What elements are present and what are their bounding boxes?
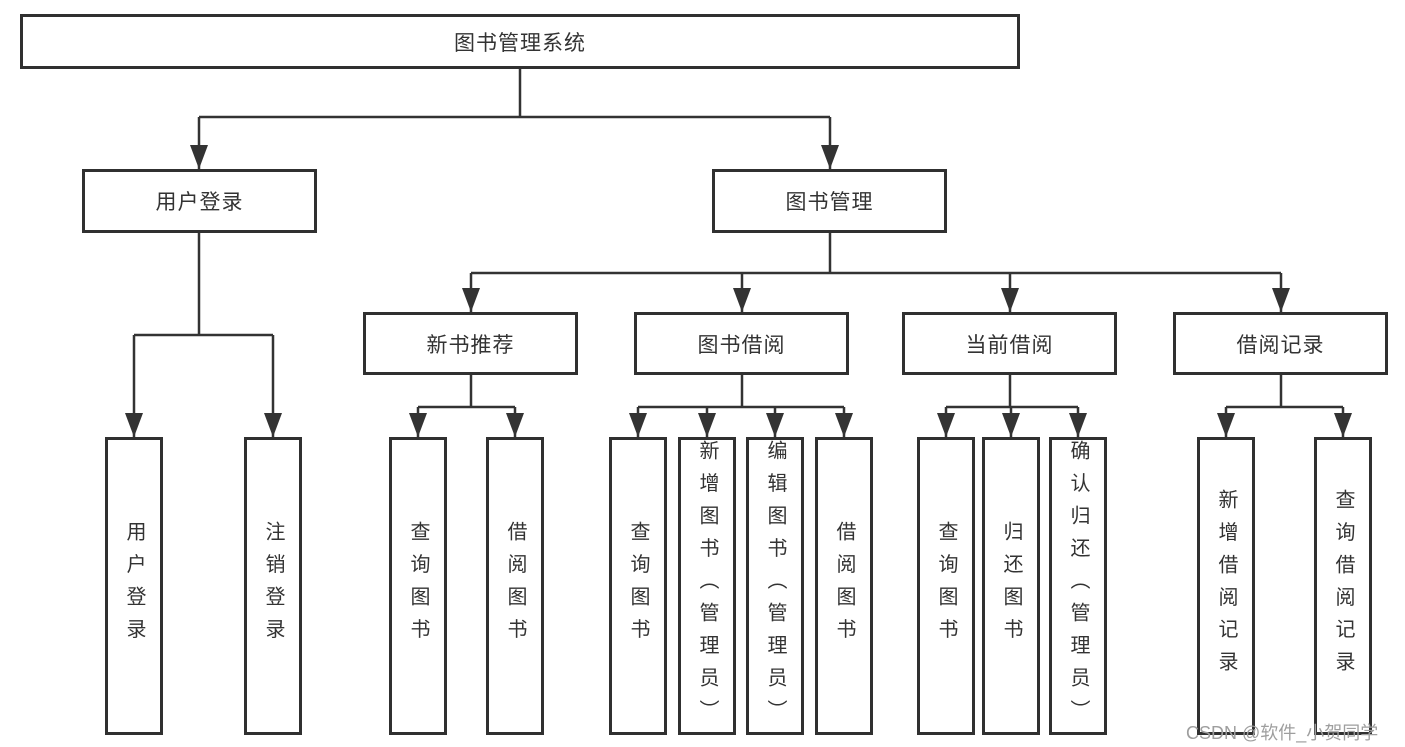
- node-label: 查询图书: [627, 521, 649, 651]
- leaf-add-borrow-record: 新增借阅记录: [1197, 437, 1255, 735]
- arrowhead: [698, 413, 716, 437]
- connector-borrowing-records-children: [1224, 375, 1345, 437]
- leaf-user-login: 用户登录: [105, 437, 163, 735]
- leaf-borrow-books-recommend: 借阅图书: [486, 437, 544, 735]
- arrowhead: [264, 413, 282, 437]
- node-label: 借阅图书: [833, 521, 855, 651]
- node-label: 图书管理: [785, 191, 874, 214]
- node-label: 新增借阅记录: [1215, 488, 1237, 684]
- connector-user-login-children: [132, 233, 275, 437]
- arrowheads: [125, 145, 1352, 437]
- arrowhead: [506, 413, 524, 437]
- arrowhead: [766, 413, 784, 437]
- arrowhead: [821, 145, 839, 169]
- leaf-query-books-borrowing: 查询图书: [609, 437, 667, 735]
- node-label: 新增图书（管理员）: [696, 440, 718, 732]
- node-current-borrowing: 当前借阅: [902, 312, 1117, 375]
- arrowhead: [1001, 288, 1019, 312]
- node-label: 当前借阅: [965, 333, 1054, 357]
- arrowhead: [462, 288, 480, 312]
- node-label: 查询图书: [935, 521, 957, 651]
- node-label: 图书管理系统: [454, 31, 586, 55]
- arrowhead: [190, 145, 208, 169]
- leaf-edit-book-admin: 编辑图书（管理员）: [746, 437, 804, 735]
- connector-book-borrowing-children: [636, 375, 846, 437]
- arrowhead: [835, 413, 853, 437]
- leaf-return-books: 归还图书: [982, 437, 1040, 735]
- node-label: 编辑图书（管理员）: [764, 440, 786, 732]
- node-label: 查询图书: [407, 521, 429, 651]
- connector-root-to-level2: [197, 69, 832, 169]
- node-label: 归还图书: [1000, 521, 1022, 651]
- arrowhead: [409, 413, 427, 437]
- csdn-watermark: CSDN @软件_小贺同学: [1186, 723, 1379, 743]
- node-label: 查询借阅记录: [1332, 488, 1354, 684]
- node-label: 用户登录: [123, 521, 145, 651]
- node-root: 图书管理系统: [20, 14, 1020, 69]
- node-label: 借阅图书: [504, 521, 526, 651]
- leaf-query-borrow-record: 查询借阅记录: [1314, 437, 1372, 735]
- arrowhead: [1217, 413, 1235, 437]
- leaf-query-books-recommend: 查询图书: [389, 437, 447, 735]
- node-label: 借阅记录: [1236, 333, 1325, 357]
- arrowhead: [125, 413, 143, 437]
- connector-new-book-children: [416, 375, 517, 437]
- arrowhead: [629, 413, 647, 437]
- node-user-login: 用户登录: [82, 169, 317, 233]
- arrowhead: [733, 288, 751, 312]
- arrowhead: [1069, 413, 1087, 437]
- connector-book-management-children: [469, 233, 1283, 312]
- node-book-borrowing: 图书借阅: [634, 312, 849, 375]
- node-book-management: 图书管理: [712, 169, 947, 233]
- arrowhead: [1334, 413, 1352, 437]
- node-label: 用户登录: [155, 191, 244, 214]
- leaf-borrow-books-borrowing: 借阅图书: [815, 437, 873, 735]
- node-borrowing-records: 借阅记录: [1173, 312, 1388, 375]
- arrowhead: [1002, 413, 1020, 437]
- node-label: 注销登录: [262, 521, 284, 651]
- node-new-book-recommend: 新书推荐: [363, 312, 578, 375]
- leaf-add-book-admin: 新增图书（管理员）: [678, 437, 736, 735]
- node-label: 图书借阅: [697, 333, 786, 357]
- arrowhead: [1272, 288, 1290, 312]
- arrowhead: [937, 413, 955, 437]
- leaf-logout: 注销登录: [244, 437, 302, 735]
- node-label: 新书推荐: [426, 333, 515, 357]
- leaf-query-books-current: 查询图书: [917, 437, 975, 735]
- leaf-confirm-return-admin: 确认归还（管理员）: [1049, 437, 1107, 735]
- node-label: 确认归还（管理员）: [1067, 440, 1089, 732]
